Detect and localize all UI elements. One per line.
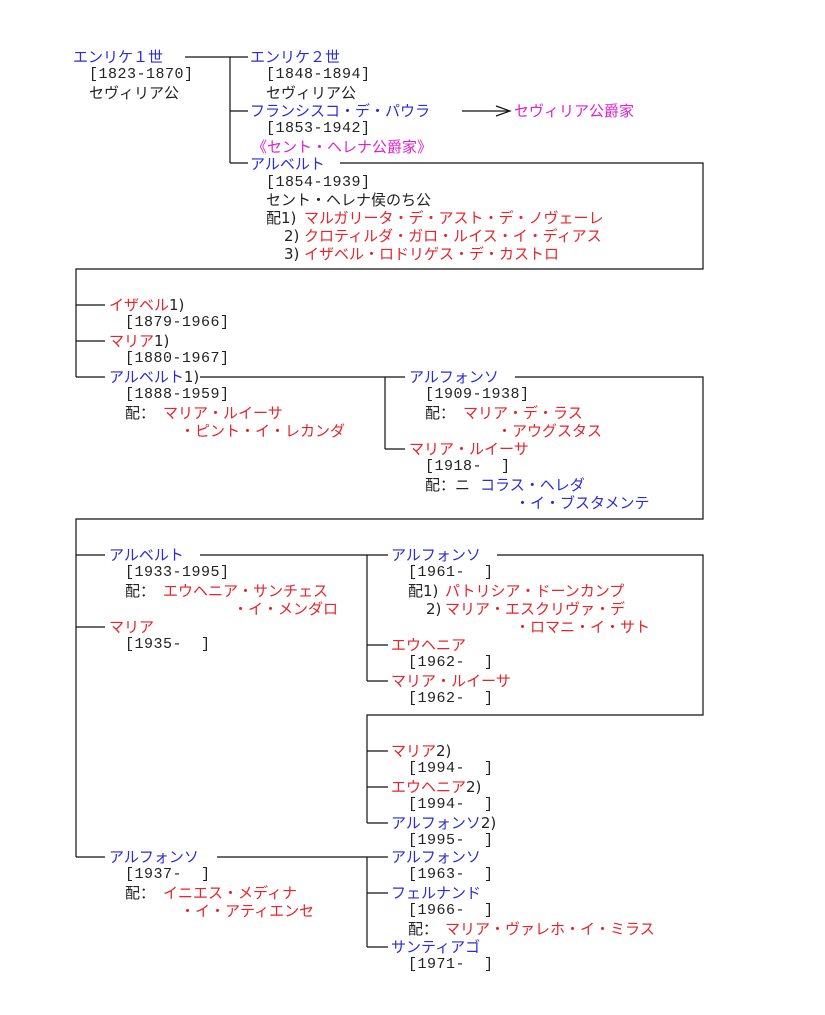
spouse-name: イザベル・ロドリゲス・デ・カストロ xyxy=(304,245,560,263)
spouse-name: クロティルダ・ガロ・ルイス・イ・ディアス xyxy=(304,227,602,245)
person-fernando-name[interactable]: フェルナンド xyxy=(391,884,482,902)
person-alfonso-1963-dates: [1963- ] xyxy=(408,866,494,883)
person-santiago-dates: [1971- ] xyxy=(408,956,494,973)
mark: 2) xyxy=(480,814,497,832)
mark: 1) xyxy=(183,368,200,386)
person-enrique-2-dates: [1848-1894] xyxy=(266,66,371,83)
mark: 1) xyxy=(154,332,170,350)
person-maria-1880-dates: [1880-1967] xyxy=(125,350,230,367)
person-eugenia-1962-name[interactable]: エウヘニア xyxy=(391,636,467,654)
person-alberto-1854-name[interactable]: アルベルト xyxy=(250,155,325,173)
spouse-name-cont: ・ピント・イ・レカンダ xyxy=(180,422,346,440)
person-enrique-1-dates: [1823-1870] xyxy=(89,66,194,83)
person-enrique-2-name[interactable]: エンリケ２世 xyxy=(250,48,341,66)
spouse-name-cont: ・イ・アティエンセ xyxy=(180,902,315,920)
person-alfonso-1909-name[interactable]: アルフォンソ xyxy=(409,368,499,386)
person-alberto-1933-name[interactable]: アルベルト xyxy=(109,546,184,564)
person-alfonso-1995-dates: [1995- ] xyxy=(408,832,494,849)
spouse-name-cont: ・ロマニ・イ・サト xyxy=(515,618,651,636)
spouse-name: マリア・ルイーサ xyxy=(163,404,283,422)
person-maria-luisa-1918-dates: [1918- ] xyxy=(425,458,511,475)
person-fernando-dates: [1966- ] xyxy=(408,902,494,919)
spouse-prefix: 配： xyxy=(125,582,156,600)
person-maria-1994-name[interactable]: マリア2) xyxy=(391,742,451,760)
person-alfonso-1909-dates: [1909-1938] xyxy=(425,386,530,403)
person-francisco-name[interactable]: フランシスコ・デ・パウラ xyxy=(250,102,431,120)
spouse-prefix: 配1) xyxy=(408,582,439,600)
spouse-name: マリア・ヴァレホ・イ・ミラス xyxy=(445,920,655,938)
person-alberto-1933-dates: [1933-1995] xyxy=(125,564,230,581)
spouse-name: パトリシア・ドーンカンプ xyxy=(445,582,625,600)
person-isabel-name[interactable]: イザベル1) xyxy=(109,296,184,314)
name: アルベルト xyxy=(109,368,184,386)
mark: 1) xyxy=(169,296,185,314)
spouse-name: エウヘニア・サンチェス xyxy=(163,582,329,600)
mark: 2) xyxy=(466,778,482,796)
spouse-prefix: 配1) xyxy=(266,209,297,227)
person-maria-luisa-1962-name[interactable]: マリア・ルイーサ xyxy=(391,672,511,690)
spouse-name: マリア・エスクリヴァ・デ xyxy=(445,600,626,618)
person-alfonso-1995-name[interactable]: アルフォンソ2) xyxy=(391,814,496,832)
name: マリア xyxy=(391,742,437,760)
person-alfonso-1963-name[interactable]: アルフォンソ xyxy=(391,848,481,866)
person-alfonso-1961-dates: [1961- ] xyxy=(408,564,494,581)
person-alfonso-1937-dates: [1937- ] xyxy=(125,866,211,883)
spouse-prefix: 配： xyxy=(125,404,156,422)
spouse-name: イニエス・メディナ xyxy=(163,884,297,902)
person-santiago-name[interactable]: サンティアゴ xyxy=(391,938,481,956)
person-alberto-1854-dates: [1854-1939] xyxy=(266,174,371,191)
spouse-prefix: 配： xyxy=(425,404,456,422)
spouse-prefix: 配： xyxy=(408,920,439,938)
person-isabel-dates: [1879-1966] xyxy=(125,314,230,331)
spouse-prefix: 2) xyxy=(426,600,442,618)
person-enrique-1-title: セヴィリア公 xyxy=(89,84,180,102)
person-francisco-dates: [1853-1942] xyxy=(266,120,371,137)
person-maria-1935-dates: [1935- ] xyxy=(125,636,211,653)
connector xyxy=(75,376,704,857)
spouse-prefix: 2) xyxy=(284,227,300,245)
spouse-name-cont: ・イ・ブスタメンテ xyxy=(515,494,650,512)
spouse-prefix: 3) xyxy=(284,245,300,263)
person-eugenia-1994-name[interactable]: エウヘニア2) xyxy=(391,778,481,796)
person-maria-luisa-1918-name[interactable]: マリア・ルイーサ xyxy=(409,440,529,458)
name: アルフォンソ xyxy=(391,814,481,832)
spouse-name: マリア・デ・ラス xyxy=(463,404,583,422)
spouse-prefix: 配：ニ xyxy=(425,476,471,494)
arrow-head xyxy=(495,105,512,117)
person-alfonso-1937-name[interactable]: アルフォンソ xyxy=(109,848,199,866)
name: マリア xyxy=(109,332,155,350)
spouse-name-cont: ・イ・メンダロ xyxy=(233,600,339,618)
spouse-name: コラス・ヘレダ xyxy=(480,476,585,494)
person-enrique-1-name[interactable]: エンリケ１世 xyxy=(73,48,164,66)
person-maria-1994-dates: [1994- ] xyxy=(408,760,494,777)
spouse-name-cont: ・アウグスタス xyxy=(497,422,603,440)
house-santa-elena-label[interactable]: 《セント・ヘレナ公爵家》 xyxy=(252,138,433,156)
person-eugenia-1962-dates: [1962- ] xyxy=(408,654,494,671)
name: エウヘニア xyxy=(391,778,467,796)
mark: 2) xyxy=(436,742,452,760)
person-alberto-1854-title: セント・ヘレナ侯のち公 xyxy=(266,191,432,209)
person-enrique-2-title: セヴィリア公 xyxy=(266,84,357,102)
name: イザベル xyxy=(109,296,170,314)
house-sevilla-link[interactable]: セヴィリア公爵家 xyxy=(514,102,635,120)
person-alberto-1888-name[interactable]: アルベルト1) xyxy=(109,368,199,386)
spouse-prefix: 配： xyxy=(125,884,156,902)
person-maria-luisa-1962-dates: [1962- ] xyxy=(408,690,494,707)
person-maria-1880-name[interactable]: マリア1) xyxy=(109,332,169,350)
person-maria-1935-name[interactable]: マリア xyxy=(109,618,155,636)
person-alberto-1888-dates: [1888-1959] xyxy=(125,386,230,403)
spouse-name: マルガリータ・デ・アスト・デ・ノヴェーレ xyxy=(304,209,604,227)
person-eugenia-1994-dates: [1994- ] xyxy=(408,796,494,813)
person-alfonso-1961-name[interactable]: アルフォンソ xyxy=(391,546,481,564)
